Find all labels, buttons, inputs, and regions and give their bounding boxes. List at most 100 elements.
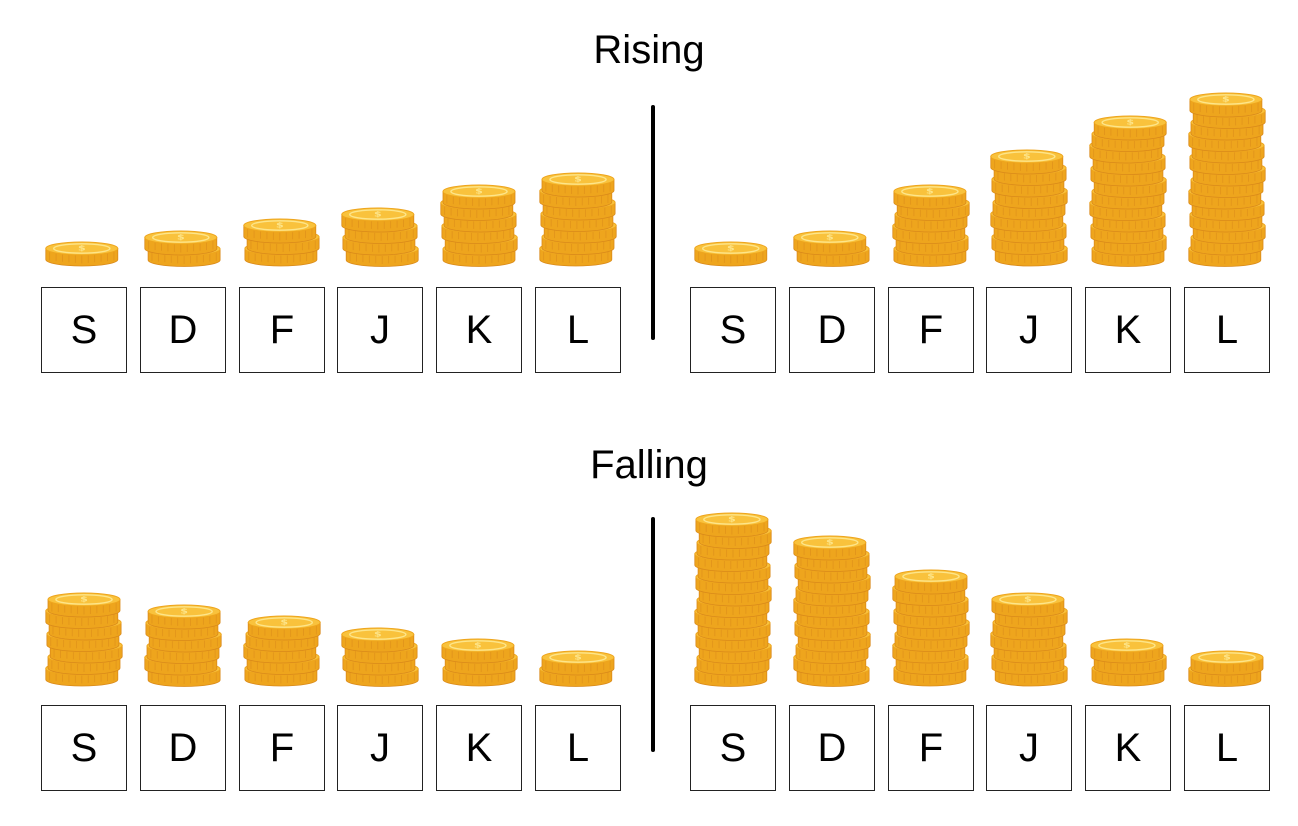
- coin-stack-d-rising-right: $: [793, 230, 870, 267]
- key-d-falling-right: D: [789, 705, 875, 791]
- key-k-falling-left: K: [436, 705, 522, 791]
- dollar-sign-icon: $: [1126, 119, 1134, 126]
- coin-stack-k-rising-right: $: [1089, 115, 1167, 267]
- coin: $: [695, 512, 769, 537]
- dollar-sign-icon: $: [574, 654, 582, 661]
- dollar-sign-icon: $: [374, 631, 382, 638]
- coin-stack-j-falling-right: $: [990, 592, 1068, 687]
- coin: $: [793, 230, 867, 255]
- coin: $: [1189, 92, 1263, 117]
- coin: $: [1093, 115, 1167, 140]
- title-rising: Rising: [593, 28, 705, 72]
- coin-stack-j-falling-left: $: [341, 627, 419, 687]
- coin-stack-k-falling-left: $: [441, 638, 518, 687]
- coin-stack-f-falling-left: $: [243, 615, 321, 687]
- coin: $: [144, 230, 218, 255]
- dollar-sign-icon: $: [80, 597, 88, 604]
- coin-stack-s-falling-left: $: [45, 592, 123, 687]
- coin-stack-l-rising-left: $: [539, 172, 617, 267]
- dollar-sign-icon: $: [78, 246, 86, 253]
- key-j-falling-left: J: [337, 705, 423, 791]
- dollar-sign-icon: $: [826, 539, 834, 546]
- coin-stack-d-rising-left: $: [144, 230, 221, 267]
- dollar-sign-icon: $: [728, 516, 736, 523]
- key-l-rising-right: L: [1184, 287, 1270, 373]
- key-s-falling-right: S: [690, 705, 776, 791]
- key-j-falling-right: J: [986, 705, 1072, 791]
- key-s-rising-left: S: [41, 287, 127, 373]
- divider-rising: [651, 105, 655, 340]
- key-k-rising-right: K: [1085, 287, 1171, 373]
- coin: $: [541, 650, 615, 675]
- dollar-sign-icon: $: [276, 223, 284, 230]
- title-falling: Falling: [590, 443, 708, 487]
- coin-stack-j-rising-left: $: [341, 207, 419, 267]
- coin-stack-s-rising-right: $: [694, 241, 768, 267]
- coin-stack-l-falling-right: $: [1188, 650, 1264, 687]
- coin-stack-f-falling-right: $: [892, 569, 970, 687]
- key-j-rising-left: J: [337, 287, 423, 373]
- coin: $: [341, 627, 415, 652]
- coin-stack-k-falling-right: $: [1090, 638, 1167, 687]
- coin-stack-d-falling-left: $: [144, 604, 222, 687]
- divider-falling: [651, 517, 655, 752]
- dollar-sign-icon: $: [1222, 96, 1230, 103]
- dollar-sign-icon: $: [826, 234, 834, 241]
- coin: $: [441, 638, 515, 664]
- coin: $: [541, 172, 615, 198]
- key-s-rising-right: S: [690, 287, 776, 373]
- key-d-rising-right: D: [789, 287, 875, 373]
- key-l-rising-left: L: [535, 287, 621, 373]
- coin: $: [147, 604, 221, 629]
- coin: $: [894, 569, 968, 595]
- coin-stack-j-rising-right: $: [990, 149, 1068, 267]
- coin-stack-s-rising-left: $: [45, 241, 119, 267]
- coin-stack-f-rising-right: $: [892, 184, 970, 267]
- key-l-falling-right: L: [1184, 705, 1270, 791]
- key-f-falling-left: F: [239, 705, 325, 791]
- coin-stack-s-falling-right: $: [694, 512, 772, 687]
- coin-stack-f-rising-left: $: [243, 218, 320, 267]
- coin: $: [247, 615, 321, 641]
- coin-stack-l-rising-right: $: [1188, 92, 1266, 267]
- key-j-rising-right: J: [986, 287, 1072, 373]
- dollar-sign-icon: $: [727, 246, 735, 253]
- key-f-falling-right: F: [888, 705, 974, 791]
- dollar-sign-icon: $: [177, 234, 185, 241]
- dollar-sign-icon: $: [1223, 654, 1231, 661]
- dollar-sign-icon: $: [926, 188, 934, 195]
- dollar-sign-icon: $: [474, 643, 482, 650]
- coin: $: [694, 241, 768, 267]
- key-k-rising-left: K: [436, 287, 522, 373]
- key-f-rising-right: F: [888, 287, 974, 373]
- dollar-sign-icon: $: [180, 608, 188, 615]
- coin: $: [991, 592, 1065, 618]
- key-s-falling-left: S: [41, 705, 127, 791]
- dollar-sign-icon: $: [280, 620, 288, 627]
- coin: $: [1190, 650, 1264, 675]
- coin: $: [45, 241, 119, 267]
- dollar-sign-icon: $: [927, 574, 935, 581]
- dollar-sign-icon: $: [574, 177, 582, 184]
- coin-stack-l-falling-left: $: [539, 650, 615, 687]
- coin: $: [793, 535, 867, 560]
- coin: $: [243, 218, 317, 244]
- coin-stack-d-falling-right: $: [793, 535, 871, 687]
- coin: $: [47, 592, 121, 618]
- coin: $: [341, 207, 415, 232]
- key-f-rising-left: F: [239, 287, 325, 373]
- dollar-sign-icon: $: [1123, 643, 1131, 650]
- coin: $: [990, 149, 1064, 175]
- key-k-falling-right: K: [1085, 705, 1171, 791]
- coin-stack-k-rising-left: $: [440, 184, 518, 267]
- key-l-falling-left: L: [535, 705, 621, 791]
- dollar-sign-icon: $: [1023, 154, 1031, 161]
- coin: $: [442, 184, 516, 209]
- dollar-sign-icon: $: [475, 188, 483, 195]
- dollar-sign-icon: $: [374, 211, 382, 218]
- key-d-rising-left: D: [140, 287, 226, 373]
- coin: $: [1090, 638, 1164, 664]
- dollar-sign-icon: $: [1024, 597, 1032, 604]
- coin: $: [893, 184, 967, 209]
- key-d-falling-left: D: [140, 705, 226, 791]
